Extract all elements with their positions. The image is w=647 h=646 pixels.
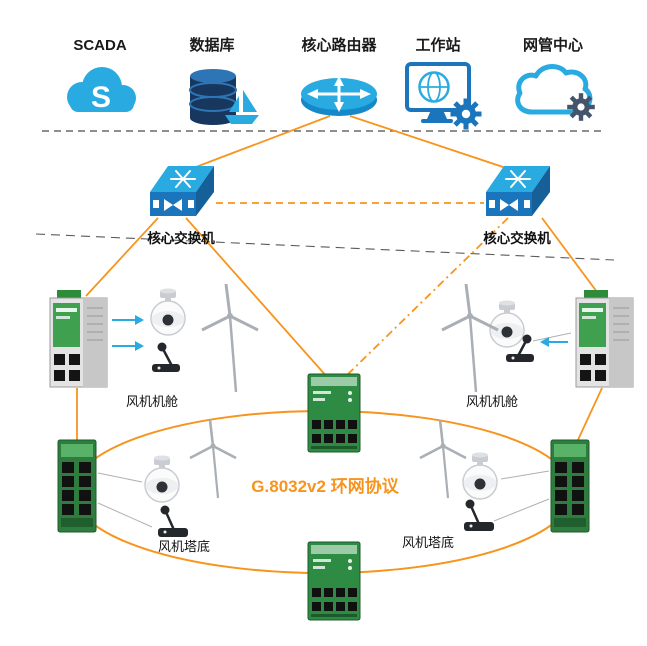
gear-icon <box>567 93 595 121</box>
nacelle-left-label: 风机机舱 <box>126 394 178 409</box>
core-switch-right-label: 核心交换机 <box>483 230 551 246</box>
scada-cloud-icon: S <box>67 67 136 114</box>
intercom-tower-left <box>158 505 188 537</box>
workstation-icon <box>405 62 482 130</box>
tower-base-right-label: 风机塔底 <box>402 535 454 550</box>
intercom-nacelle-right <box>506 334 534 362</box>
ring-protocol-label: G.8032v2 环网协议 <box>251 476 399 496</box>
camera-lens <box>162 314 174 326</box>
scada-label: SCADA <box>73 37 127 54</box>
nms-cloud-gear-icon <box>515 64 595 121</box>
backbone-links <box>76 115 603 443</box>
core-router-icon <box>301 76 377 116</box>
ring-switch-right <box>550 439 590 533</box>
gear-icon <box>450 98 482 130</box>
intercom-tower-right <box>464 499 494 531</box>
wind-turbine-tower-left <box>189 419 237 499</box>
wind-turbine-nacelle-left <box>201 283 259 393</box>
ptz-camera-tower-left <box>144 455 180 503</box>
ptz-camera-nacelle-left <box>150 288 186 336</box>
workstation-label: 工作站 <box>415 36 460 54</box>
wind-turbine-tower-right <box>419 419 467 499</box>
scada-glyph: S <box>91 81 111 114</box>
tower-base-left-label: 风机塔底 <box>158 539 210 554</box>
switch-front-glyphs <box>153 199 194 211</box>
nacelle-right-label: 风机机舱 <box>466 394 518 409</box>
ptz-camera-nacelle-right <box>489 300 525 348</box>
core-router-label: 核心路由器 <box>301 36 377 54</box>
database-label: 数据库 <box>189 36 234 54</box>
nms-label: 网管中心 <box>523 36 583 54</box>
blue-arrow-icons <box>112 315 568 351</box>
device-links <box>97 332 572 528</box>
ring-switch-left <box>57 439 97 533</box>
database-icon <box>189 69 259 125</box>
intercom-nacelle-left <box>152 342 180 372</box>
globe-icon <box>418 71 450 103</box>
switch-front-glyphs <box>489 199 530 211</box>
camera-lens <box>474 478 486 490</box>
industrial-switch-left <box>49 290 108 388</box>
wind-turbine-nacelle-right <box>441 283 499 393</box>
core-switch-left-label: 核心交换机 <box>147 230 215 246</box>
ship-icon <box>225 90 259 124</box>
ptz-camera-tower-right <box>462 452 498 500</box>
camera-lens <box>501 326 513 338</box>
industrial-switch-right <box>575 290 634 388</box>
camera-lens <box>156 481 168 493</box>
layer-separator-lines <box>35 130 615 261</box>
asterisk-icon <box>170 170 196 188</box>
core-switch-right-icon <box>486 166 550 216</box>
ring-switch-bottom-center <box>307 541 361 621</box>
asterisk-icon <box>505 170 531 188</box>
ring-switch-top-center <box>307 373 361 453</box>
core-switch-left-icon <box>150 166 214 216</box>
